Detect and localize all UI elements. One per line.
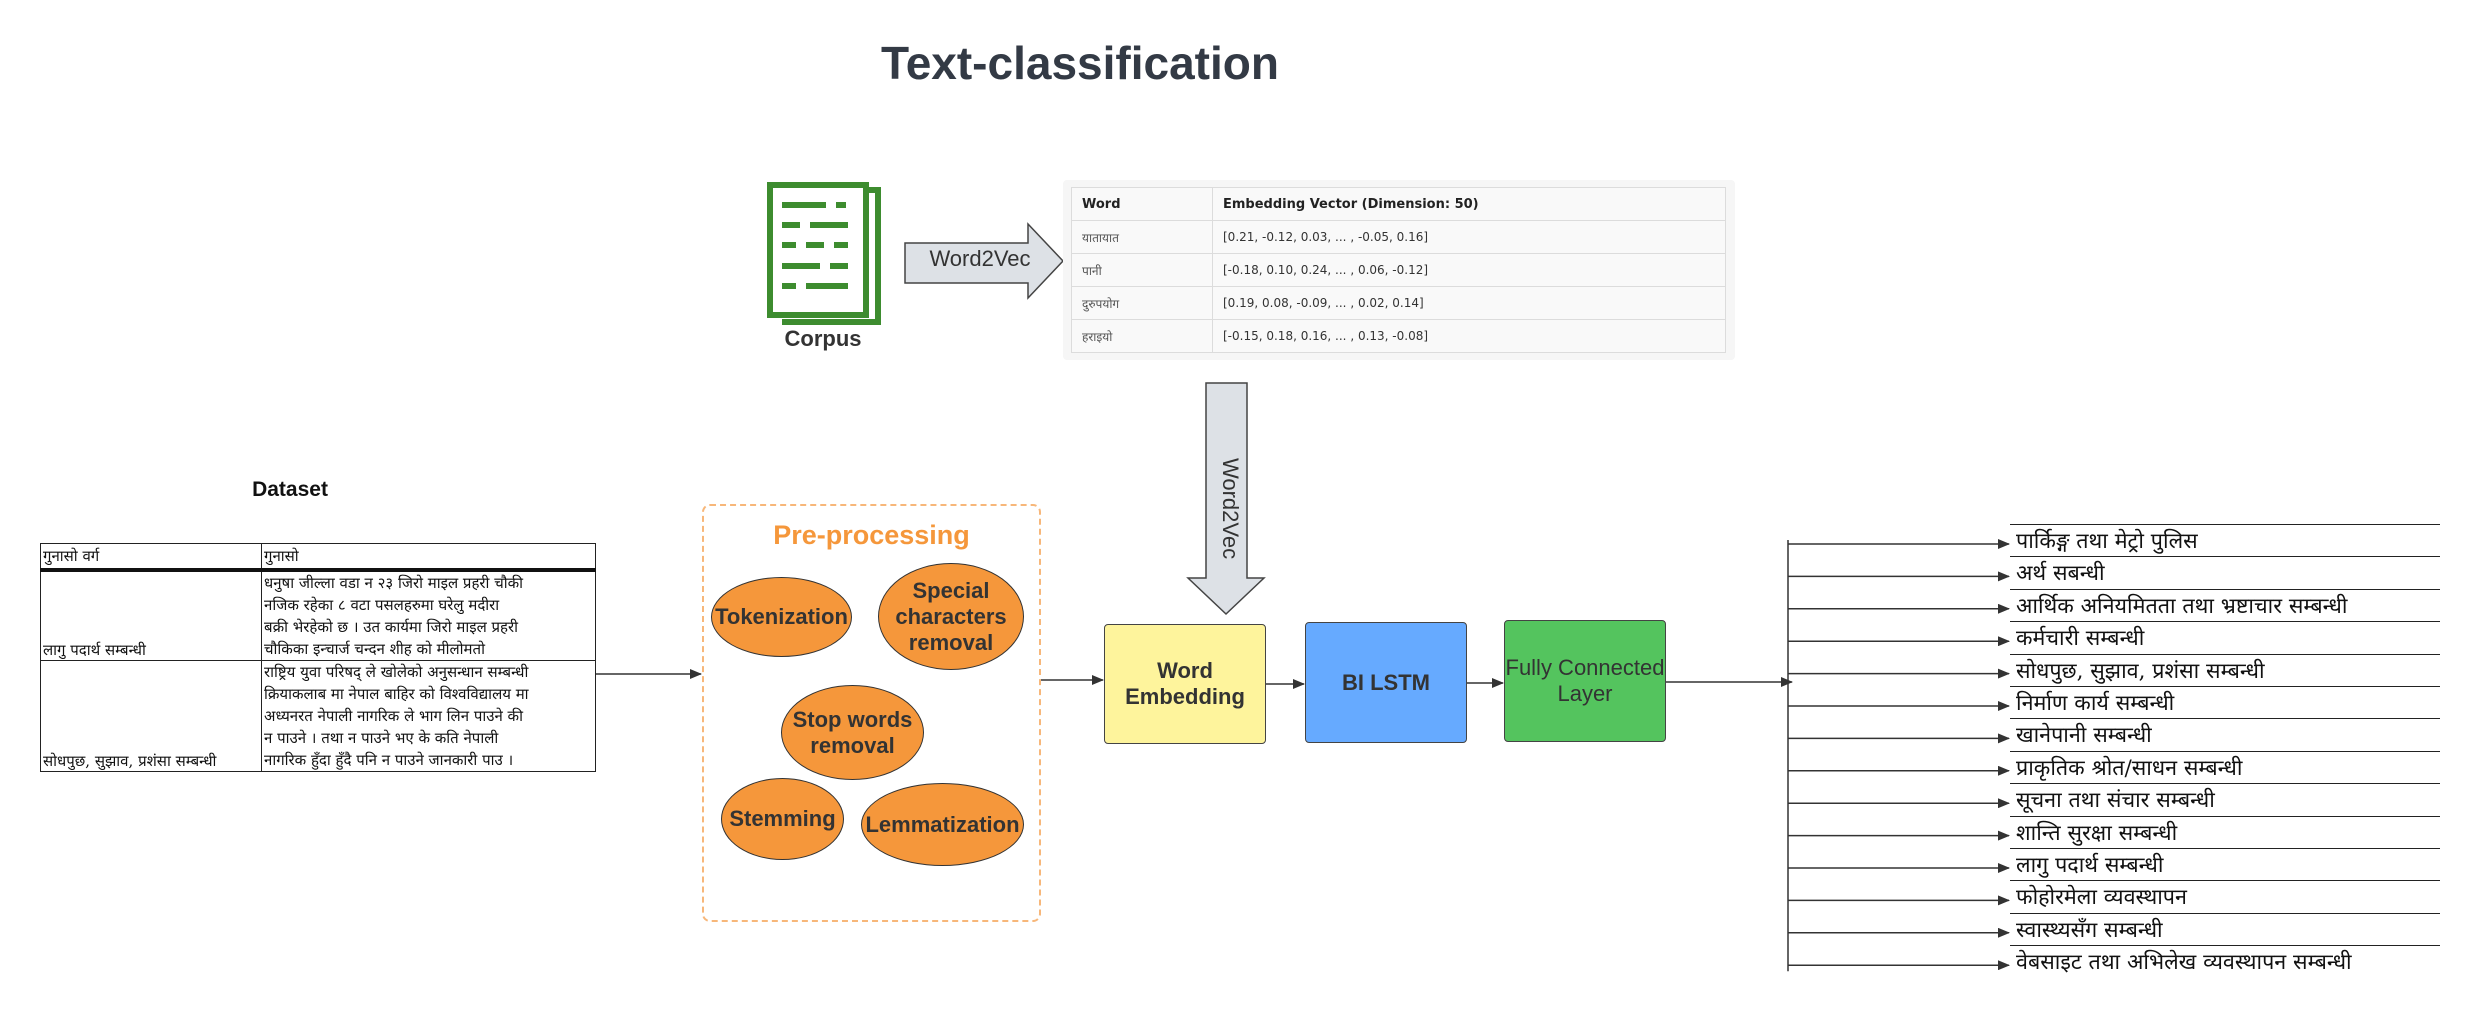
embedding-word: हराइयो xyxy=(1071,319,1213,353)
class-label: स्वास्थ्यसँग सम्बन्धी xyxy=(2010,912,2440,945)
step-stop-words-removal: Stop words removal xyxy=(781,685,924,780)
table-row: पानी [-0.18, 0.10, 0.24, ... , 0.06, -0.… xyxy=(1071,253,1726,287)
class-label: वेबसाइट तथा अभिलेख व्यवस्थापन सम्बन्धी xyxy=(2010,945,2440,977)
step-lemmatization: Lemmatization xyxy=(861,783,1024,866)
table-row: लागु पदार्थ सम्बन्धी धनुषा जील्ला वडा न … xyxy=(40,569,596,661)
complaint-line: नजिक रहेका ८ वटा पसलहरुमा घरेलु मदीरा xyxy=(264,596,500,614)
embedding-word: पानी xyxy=(1071,253,1213,287)
class-label: सूचना तथा संचार सम्बन्धी xyxy=(2010,783,2440,815)
embedding-word: दुरुपयोग xyxy=(1071,286,1213,320)
fully-connected-block: Fully Connected Layer xyxy=(1504,620,1666,742)
word2vec-horizontal-arrow xyxy=(904,222,1065,300)
class-label: अर्थ सबन्धी xyxy=(2010,556,2440,588)
word2vec-vertical-label: Word2Vec xyxy=(1218,458,1243,560)
table-row: सोधपुछ, सुझाव, प्रशंसा सम्बन्धी राष्ट्रि… xyxy=(40,660,596,772)
embedding-word: यातायात xyxy=(1071,220,1213,254)
preprocessing-group xyxy=(702,504,1041,922)
dataset-header-category: गुनासो वर्ग xyxy=(40,543,262,572)
table-row: दुरुपयोग [0.19, 0.08, -0.09, ... , 0.02,… xyxy=(1071,286,1726,320)
dataset-complaint: राष्ट्रिय युवा परिषद् ले खोलेको अनुसन्धा… xyxy=(261,660,596,772)
embedding-table-panel: Word Embedding Vector (Dimension: 50) या… xyxy=(1063,180,1735,360)
corpus-label: Corpus xyxy=(784,326,862,351)
class-label: निर्माण कार्य सम्बन्धी xyxy=(2010,685,2440,718)
dataset-title: Dataset xyxy=(252,478,328,501)
embedding-vector: [-0.18, 0.10, 0.24, ... , 0.06, -0.12] xyxy=(1212,253,1726,287)
dataset-header-complaint: गुनासो xyxy=(261,543,596,572)
complaint-line: राष्ट्रिय युवा परिषद् ले खोलेको अनुसन्धा… xyxy=(264,663,529,681)
page-title: Text-classification xyxy=(881,37,1279,89)
embedding-header-word: Word xyxy=(1071,187,1213,221)
complaint-line: धनुषा जील्ला वडा न २३ जिरो माइल प्रहरी च… xyxy=(264,574,524,592)
complaint-line: क्रियाकलाब मा नेपाल बाहिर को विश्वविद्या… xyxy=(264,685,529,703)
table-row: हराइयो [-0.15, 0.18, 0.16, ... , 0.13, -… xyxy=(1071,319,1726,353)
dataset-category: सोधपुछ, सुझाव, प्रशंसा सम्बन्धी xyxy=(40,660,262,772)
embedding-vector: [0.19, 0.08, -0.09, ... , 0.02, 0.14] xyxy=(1212,286,1726,320)
dataset-table: गुनासो वर्ग गुनासो लागु पदार्थ सम्बन्धी … xyxy=(40,543,596,772)
embedding-table: Word Embedding Vector (Dimension: 50) या… xyxy=(1071,187,1726,353)
document-icon xyxy=(767,182,881,325)
preprocessing-title: Pre-processing xyxy=(773,520,970,550)
word-embedding-block: Word Embedding xyxy=(1104,624,1266,744)
complaint-line: बक्री भेरहेको छ । उत कार्यमा जिरो माइल प… xyxy=(264,618,519,636)
class-label: पार्किङ्ग तथा मेट्रो पुलिस xyxy=(2010,524,2440,556)
step-stemming: Stemming xyxy=(721,778,844,860)
complaint-line: चौकिका इन्चार्ज चन्दन शीह को मीलोमतो xyxy=(264,640,485,658)
step-tokenization: Tokenization xyxy=(711,577,852,657)
class-label: फोहोरमेला व्यवस्थापन xyxy=(2010,880,2440,912)
class-label: सोधपुछ, सुझाव, प्रशंसा सम्बन्धी xyxy=(2010,653,2440,686)
dataset-complaint: धनुषा जील्ला वडा न २३ जिरो माइल प्रहरी च… xyxy=(261,569,596,661)
complaint-line: न पाउने । तथा न पाउने भए के कति नेपाली xyxy=(264,729,499,747)
dataset-category: लागु पदार्थ सम्बन्धी xyxy=(40,569,262,661)
complaint-line: अध्यनरत नेपाली नागरिक ले भाग लिन पाउने क… xyxy=(264,707,523,725)
class-label: प्राकृतिक श्रोत/साधन सम्बन्धी xyxy=(2010,750,2440,783)
embedding-vector: [0.21, -0.12, 0.03, ... , -0.05, 0.16] xyxy=(1212,220,1726,254)
class-label: शान्ति सुरक्षा सम्बन्धी xyxy=(2010,815,2440,848)
complaint-line: नागरिक हुँदा हुँदै पनि न पाउने जानकारी प… xyxy=(264,751,514,769)
class-fanout-arrows xyxy=(1787,539,2010,972)
class-label: कर्मचारी सम्बन्धी xyxy=(2010,621,2440,653)
class-label: खानेपानी सम्बन्धी xyxy=(2010,718,2440,750)
word2vec-horizontal-label: Word2Vec xyxy=(929,246,1031,271)
embedding-header-vector: Embedding Vector (Dimension: 50) xyxy=(1212,187,1726,221)
class-label: आर्थिक अनियमितता तथा भ्रष्टाचार सम्बन्धी xyxy=(2010,588,2440,621)
bi-lstm-block: BI LSTM xyxy=(1305,622,1467,743)
class-label: लागु पदार्थ सम्बन्धी xyxy=(2010,847,2440,880)
word2vec-vertical-arrow xyxy=(1186,382,1266,616)
table-row: यातायात [0.21, -0.12, 0.03, ... , -0.05,… xyxy=(1071,220,1726,254)
embedding-vector: [-0.15, 0.18, 0.16, ... , 0.13, -0.08] xyxy=(1212,319,1726,353)
step-special-characters-removal: Special characters removal xyxy=(878,563,1024,670)
